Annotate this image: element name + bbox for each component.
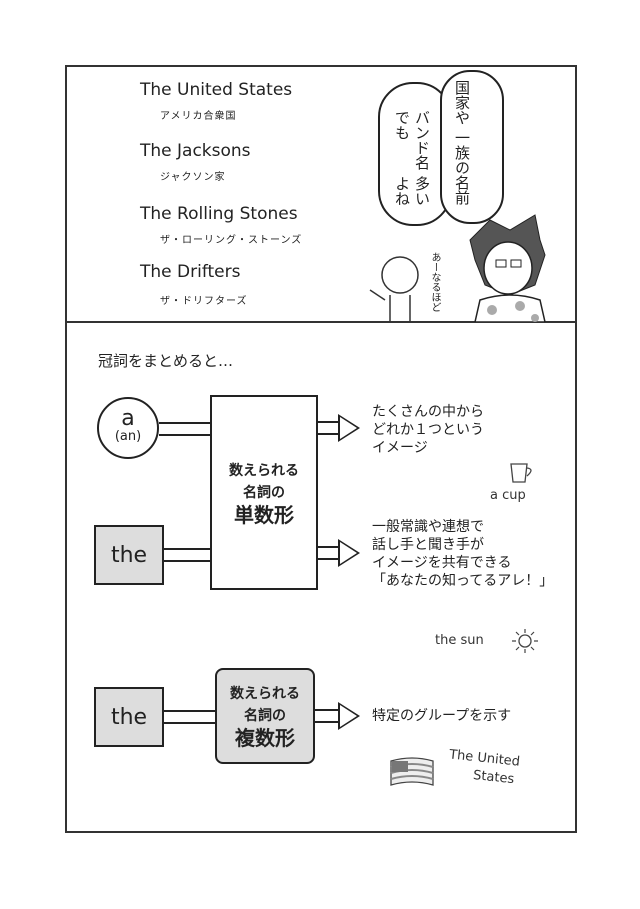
name-ja: ジャクソン家 bbox=[160, 172, 226, 183]
box-line: 単数形 bbox=[234, 502, 294, 527]
bubble-line: バンド名でも bbox=[393, 110, 431, 170]
desc-the: 一般常識や連想で 話し手と聞き手が イメージを共有できる 「あなたの知ってるアレ… bbox=[372, 518, 553, 590]
desc-line: 一般常識や連想で bbox=[372, 519, 484, 535]
example-a-cup: a cup bbox=[490, 488, 526, 503]
singular-noun-box: 数えられる 名詞の 単数形 bbox=[210, 395, 318, 590]
name-en: The Drifters bbox=[140, 262, 241, 282]
article-a-circle: a (an) bbox=[97, 397, 159, 459]
speech-bubble-left bbox=[378, 82, 452, 226]
box-line: 名詞の bbox=[243, 484, 285, 501]
name-ja: ザ・ローリング・ストーンズ bbox=[160, 235, 303, 246]
desc-line: 話し手と聞き手が bbox=[372, 537, 484, 553]
article-a: a bbox=[121, 406, 135, 431]
example-united-states: The United States bbox=[446, 746, 520, 789]
article-an: (an) bbox=[114, 429, 142, 444]
desc-line: イメージ bbox=[372, 440, 428, 456]
bubble-line: 一族の名前 bbox=[453, 129, 471, 205]
characters-illustration bbox=[369, 214, 546, 322]
arrow-connector bbox=[164, 548, 211, 562]
arrow-shaft bbox=[318, 546, 340, 560]
cup-icon bbox=[510, 463, 532, 483]
name-en: The United States bbox=[140, 80, 293, 100]
name-ja: アメリカ合衆国 bbox=[160, 111, 237, 122]
box-line: 複数形 bbox=[235, 726, 295, 750]
panel-divider bbox=[65, 321, 577, 323]
sun-icon bbox=[512, 629, 538, 653]
arrow-shaft bbox=[315, 709, 340, 723]
box-line: 数えられる bbox=[229, 462, 299, 479]
bubble-text-a: 国家や 一族の名前 bbox=[452, 80, 472, 210]
desc-line: イメージを共有できる bbox=[372, 555, 512, 571]
name-ja: ザ・ドリフターズ bbox=[160, 296, 248, 307]
bubble-line: 多いよね bbox=[393, 176, 431, 206]
desc-line: 「あなたの知ってるアレ！」 bbox=[372, 573, 554, 589]
desc-a: たくさんの中から どれか１つという イメージ bbox=[372, 403, 484, 457]
bubble-line: 国家や bbox=[453, 80, 471, 125]
name-en: The Jacksons bbox=[140, 141, 251, 161]
example-the-sun: the sun bbox=[435, 633, 484, 648]
article-the-box: the bbox=[94, 525, 164, 585]
arrow-shaft bbox=[318, 421, 340, 435]
page-frame bbox=[65, 65, 577, 833]
reaction-text: あーなるほど bbox=[429, 252, 440, 312]
desc-line: どれか１つという bbox=[372, 422, 484, 438]
summary-heading: 冠詞をまとめると… bbox=[98, 352, 234, 370]
arrow-head-icon bbox=[338, 414, 360, 442]
box-line: 名詞の bbox=[244, 708, 286, 724]
desc-plural: 特定のグループを示す bbox=[372, 708, 512, 724]
us-flag-icon bbox=[390, 757, 434, 786]
arrow-head-icon bbox=[338, 702, 360, 730]
speech-bubble-right bbox=[440, 70, 504, 224]
article-the-plural-box: the bbox=[94, 687, 164, 747]
arrow-head-icon bbox=[338, 539, 360, 567]
name-en: The Rolling Stones bbox=[140, 204, 298, 224]
box-line: 数えられる bbox=[230, 686, 300, 702]
desc-line: たくさんの中から bbox=[372, 404, 484, 420]
arrow-connector bbox=[159, 422, 211, 436]
arrow-connector bbox=[164, 710, 216, 724]
bubble-text-b: バンド名でも 多いよね bbox=[392, 110, 432, 220]
plural-noun-box: 数えられる 名詞の 複数形 bbox=[215, 668, 315, 764]
